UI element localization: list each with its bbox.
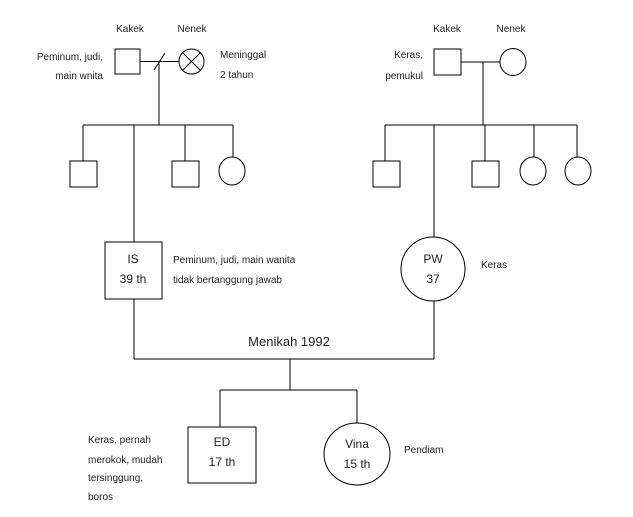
maternal-aunt-circle	[519, 156, 547, 186]
child-ed-node: ED 17 th Keras, pernah merokok, mudah te…	[88, 426, 257, 503]
maternal-siblings	[372, 124, 592, 237]
paternal-uncle-square	[69, 160, 98, 188]
paternal-grandfather-square	[114, 48, 141, 75]
paternal-grandmother-deceased-circle	[178, 48, 205, 75]
mother-name: PW	[423, 252, 443, 266]
child-vina-name: Vina	[345, 437, 369, 451]
parents-marriage: Menikah 1992	[133, 299, 435, 427]
father-age: 39 th	[120, 272, 147, 286]
maternal-grandfather-note-line2: pemukul	[385, 71, 423, 82]
maternal-grandfather-note-line1: Keras,	[394, 50, 423, 61]
paternal-grandfather-note-line2: main wnita	[55, 71, 103, 82]
maternal-aunt-circle	[564, 156, 592, 186]
child-vina-node: Vina 15 th Pendiam	[323, 422, 443, 486]
child-ed-note-line3: tersinggung,	[88, 473, 143, 484]
father-note-line1: Peminum, judi, main wanita	[173, 255, 296, 266]
maternal-uncle-square	[471, 160, 500, 188]
paternal-grandfather-note-line1: Peminum, judi,	[37, 52, 103, 63]
mother-node: PW 37 Keras	[400, 236, 507, 302]
mother-note: Keras	[481, 260, 507, 271]
mother-age: 37	[426, 272, 440, 286]
child-ed-note-line1: Keras, pernah	[88, 435, 151, 446]
maternal-grandmother-circle	[499, 48, 527, 76]
father-name: IS	[127, 252, 138, 266]
child-vina-circle	[323, 422, 391, 486]
child-ed-square	[187, 426, 257, 484]
child-ed-name: ED	[214, 435, 231, 449]
father-square	[104, 241, 163, 300]
child-ed-note-line4: boros	[88, 492, 113, 503]
child-ed-note-line2: merokok, mudah	[88, 455, 162, 466]
paternal-grandfather-label: Kakek	[116, 24, 145, 35]
father-node: IS 39 th Peminum, judi, main wanita tida…	[104, 241, 296, 300]
paternal-uncle-square	[171, 160, 200, 188]
child-ed-age: 17 th	[209, 455, 236, 469]
paternal-grandmother-note-line2: 2 tahun	[220, 70, 253, 81]
maternal-uncle-square	[372, 160, 401, 188]
paternal-aunt-circle	[218, 156, 246, 186]
paternal-siblings	[69, 124, 246, 242]
child-vina-note: Pendiam	[404, 445, 443, 456]
maternal-grandparents: Kakek Nenek Keras, pemukul	[385, 24, 527, 125]
child-vina-age: 15 th	[344, 457, 371, 471]
maternal-grandfather-label: Kakek	[433, 24, 462, 35]
paternal-grandparents: Kakek Nenek Peminum, judi, main wnita Me…	[37, 24, 266, 125]
maternal-grandfather-square	[433, 48, 462, 76]
paternal-grandmother-label: Nenek	[178, 24, 208, 35]
paternal-grandmother-note-line1: Meninggal	[220, 50, 266, 61]
mother-circle	[400, 236, 466, 302]
father-note-line2: tidak bertanggung jawab	[173, 275, 282, 286]
marriage-label: Menikah 1992	[248, 334, 330, 349]
maternal-grandmother-label: Nenek	[497, 24, 527, 35]
